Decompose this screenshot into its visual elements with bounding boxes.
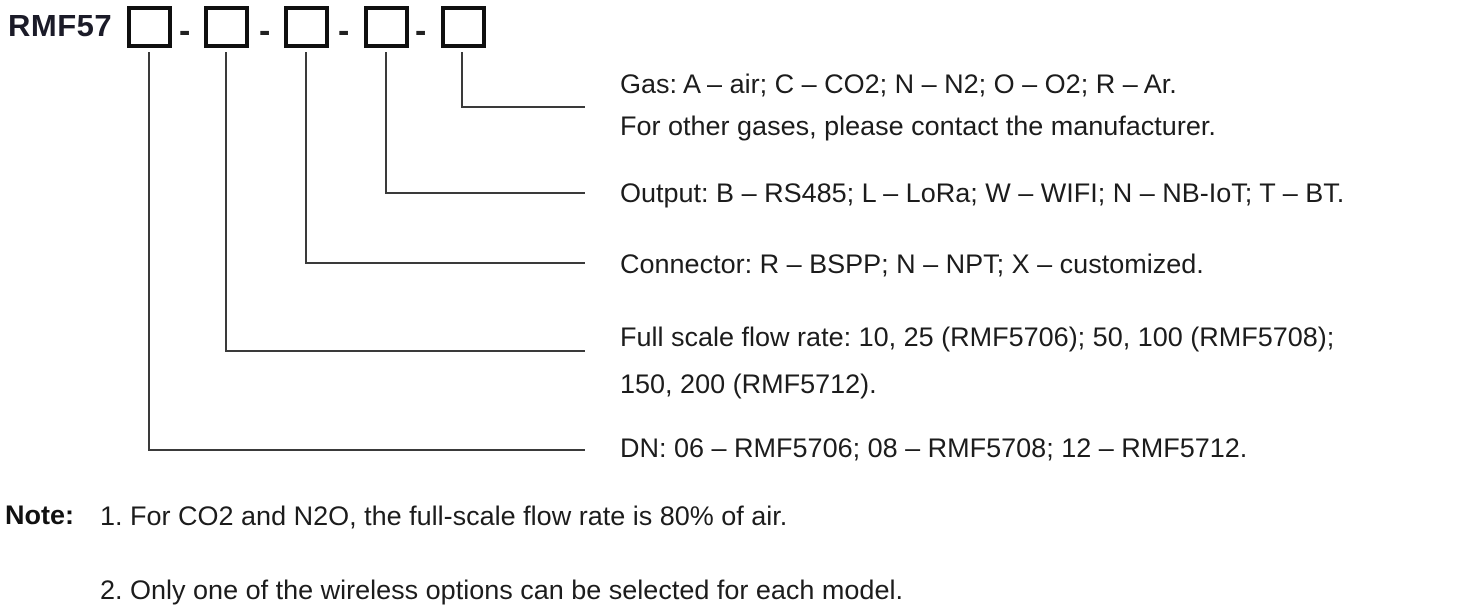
note-item-2: 2. Only one of the wireless options can …: [100, 575, 903, 605]
connector-line-full-scale: [225, 52, 585, 352]
code-box-output: [364, 6, 409, 48]
output-options-label: Output: B – RS485; L – LoRa; W – WIFI; N…: [620, 178, 1345, 208]
separator-dash: -: [259, 12, 271, 50]
connector-line-connector: [305, 52, 585, 264]
separator-dash: -: [338, 12, 350, 50]
gas-options-label: Gas: A – air; C – CO2; N – N2; O – O2; R…: [620, 69, 1177, 99]
separator-dash: -: [179, 12, 191, 50]
connector-options-label: Connector: R – BSPP; N – NPT; X – custom…: [620, 249, 1204, 279]
code-box-full-scale: [204, 6, 249, 48]
code-box-gas: [441, 6, 486, 48]
code-box-dn: [127, 6, 172, 48]
connector-line-gas: [461, 52, 585, 108]
gas-options-note: For other gases, please contact the manu…: [620, 111, 1216, 141]
code-box-connector: [284, 6, 329, 48]
connector-line-dn: [148, 52, 585, 451]
separator-dash: -: [415, 12, 427, 50]
model-prefix: RMF57: [8, 8, 113, 43]
full-scale-flow-rate-label-line2: 150, 200 (RMF5712).: [620, 369, 877, 399]
dn-options-label: DN: 06 – RMF5706; 08 – RMF5708; 12 – RMF…: [620, 433, 1248, 463]
note-item-1: 1. For CO2 and N2O, the full-scale flow …: [100, 501, 788, 531]
full-scale-flow-rate-label-line1: Full scale flow rate: 10, 25 (RMF5706); …: [620, 322, 1335, 352]
connector-line-output: [385, 52, 585, 194]
note-heading: Note:: [5, 500, 74, 530]
